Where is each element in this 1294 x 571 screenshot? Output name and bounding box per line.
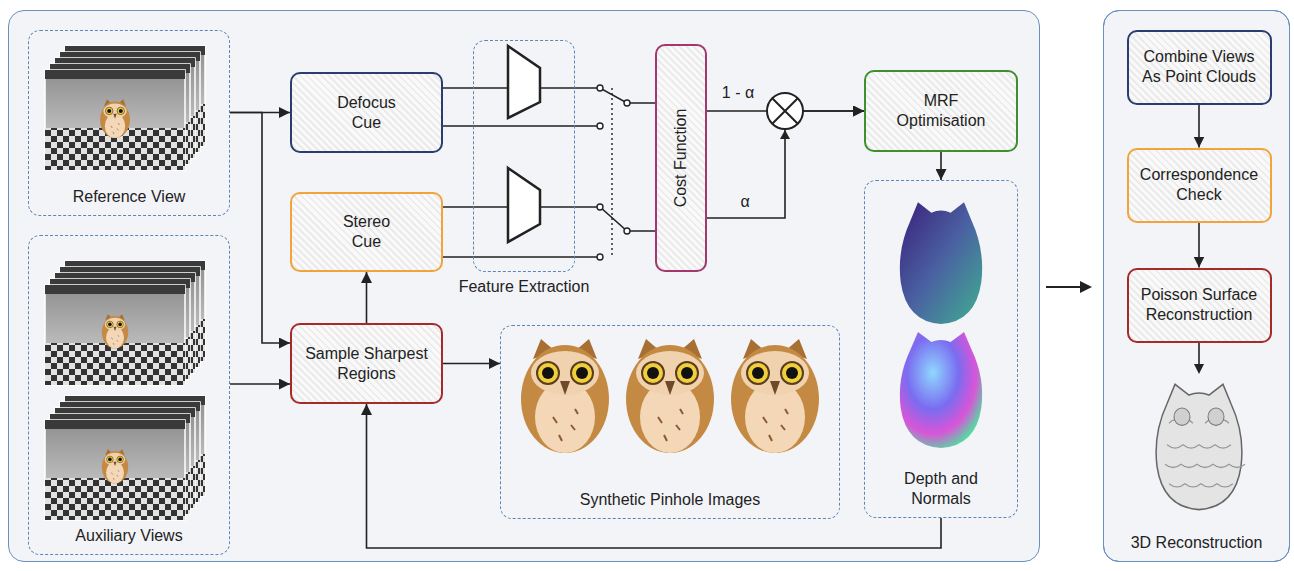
- node-text: MRF Optimisation: [891, 91, 991, 131]
- process-box: Stereo Cue: [290, 192, 443, 272]
- node-text: Cost Function: [671, 109, 691, 208]
- connector: [230, 383, 290, 385]
- connector: [443, 207, 655, 231]
- node-text: Depth and Normals: [891, 469, 991, 509]
- node-text: 3D Reconstruction: [1131, 533, 1263, 553]
- node-text: Stereo Cue: [327, 212, 407, 252]
- feature-group: Feature Extraction: [473, 40, 575, 272]
- node-text: Synthetic Pinhole Images: [580, 490, 761, 510]
- node-text: Poisson Surface Reconstruction: [1137, 285, 1262, 325]
- process-box: Poisson Surface Reconstruction: [1127, 268, 1272, 343]
- cost-box: Cost Function: [655, 44, 707, 272]
- output-group: Depth and Normals: [864, 180, 1018, 518]
- image-group: Synthetic Pinhole Images: [500, 325, 840, 519]
- process-box: Combine Views As Point Clouds: [1127, 30, 1272, 105]
- edge-label: 1 - α: [719, 83, 757, 103]
- connector: [1198, 105, 1200, 148]
- connector: [1198, 223, 1200, 268]
- reconstruction-panel: 3D Reconstruction Combine Views As Point …: [1103, 10, 1290, 562]
- connector: [443, 88, 655, 103]
- edge-label: α: [737, 192, 752, 212]
- process-box: MRF Optimisation: [864, 70, 1018, 152]
- connector: [230, 113, 290, 344]
- view-group: Auxiliary Views: [28, 235, 230, 555]
- connector: [940, 152, 942, 180]
- process-box: Defocus Cue: [290, 72, 443, 153]
- view-group: Reference View: [28, 30, 230, 216]
- edge-label-holder: 1 - α: [719, 83, 757, 103]
- node-text: Correspondence Check: [1137, 165, 1262, 205]
- connector: [366, 272, 368, 323]
- node-text: Auxiliary Views: [75, 526, 182, 546]
- node-text: Defocus Cue: [327, 93, 407, 133]
- connector: [443, 363, 500, 365]
- node-text: Reference View: [73, 187, 186, 207]
- process-box: Correspondence Check: [1127, 148, 1272, 223]
- node-text: Feature Extraction: [459, 277, 590, 297]
- node-text: Sample Sharpest Regions: [302, 344, 432, 384]
- process-box: Sample Sharpest Regions: [290, 323, 443, 404]
- node-text: Combine Views As Point Clouds: [1137, 47, 1262, 87]
- edge-label-holder: α: [737, 192, 752, 212]
